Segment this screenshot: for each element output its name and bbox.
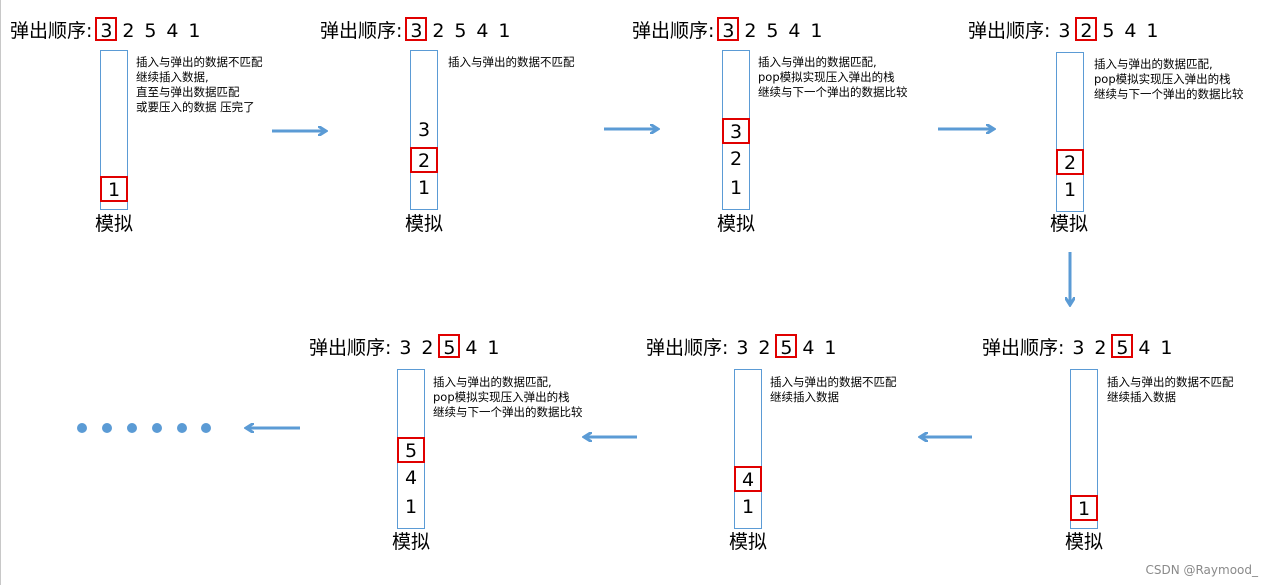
sequence-label: 弹出顺序: — [10, 20, 93, 42]
sequence-value: 1 — [188, 20, 201, 42]
stack-value: 1 — [1063, 179, 1077, 201]
sequence-label: 弹出顺序: — [320, 20, 403, 42]
sequence-value: 5 — [766, 20, 779, 42]
stack-label: 模拟 — [405, 213, 444, 235]
sequence-value: 4 — [1124, 20, 1137, 42]
sequence-value: 4 — [802, 337, 815, 359]
sequence-value: 1 — [1160, 337, 1173, 359]
sequence-value: 1 — [1146, 20, 1159, 42]
sequence-label: 弹出顺序: — [982, 337, 1065, 359]
sequence-value: 5 — [1102, 20, 1115, 42]
stack-value-highlighted: 2 — [1056, 149, 1084, 175]
sequence-value: 2 — [758, 337, 771, 359]
stack-value-highlighted: 5 — [397, 437, 425, 463]
stack-value: 1 — [741, 496, 755, 518]
sequence-value: 3 — [399, 337, 412, 359]
stack-value: 1 — [404, 496, 418, 518]
sequence-label: 弹出顺序: — [309, 337, 392, 359]
step-note: 插入与弹出的数据不匹配 继续插入数据, 直至与弹出数据匹配 或要压入的数据 压完… — [136, 55, 263, 114]
sequence-value: 1 — [498, 20, 511, 42]
stack-label: 模拟 — [729, 531, 768, 553]
step-note: 插入与弹出的数据不匹配 继续插入数据 — [770, 375, 897, 404]
stack-value: 4 — [404, 467, 418, 489]
watermark: CSDN @Raymood_ — [1145, 563, 1258, 577]
sequence-value: 1 — [824, 337, 837, 359]
sequence-value: 2 — [122, 20, 135, 42]
stack-value: 3 — [417, 119, 431, 141]
sequence-label: 弹出顺序: — [646, 337, 729, 359]
sequence-value: 4 — [166, 20, 179, 42]
step-note: 插入与弹出的数据不匹配 — [448, 55, 575, 69]
sequence-value-highlighted: 5 — [1111, 334, 1134, 359]
stack-label: 模拟 — [95, 213, 134, 235]
simulated-stack — [722, 50, 750, 210]
sequence-value: 2 — [432, 20, 445, 42]
sequence-value: 2 — [421, 337, 434, 359]
sequence-value: 3 — [736, 337, 749, 359]
step-note: 插入与弹出的数据匹配, pop模拟实现压入弹出的栈 继续与下一个弹出的数据比较 — [1094, 57, 1244, 101]
sequence-value-highlighted: 5 — [438, 334, 461, 359]
sequence-value-highlighted: 3 — [95, 17, 118, 42]
stack-label: 模拟 — [1065, 531, 1104, 553]
sequence-value-highlighted: 3 — [717, 17, 740, 42]
stack-label: 模拟 — [717, 213, 756, 235]
step-note: 插入与弹出的数据匹配, pop模拟实现压入弹出的栈 继续与下一个弹出的数据比较 — [758, 55, 908, 99]
sequence-value: 4 — [788, 20, 801, 42]
simulated-stack — [1056, 52, 1084, 212]
stack-label: 模拟 — [392, 531, 431, 553]
sequence-value-highlighted: 2 — [1075, 17, 1098, 42]
stack-value-highlighted: 1 — [1070, 495, 1098, 521]
sequence-label: 弹出顺序: — [968, 20, 1051, 42]
sequence-value: 2 — [744, 20, 757, 42]
step-note: 插入与弹出的数据不匹配 继续插入数据 — [1107, 375, 1234, 404]
stack-label: 模拟 — [1050, 213, 1089, 235]
sequence-value: 3 — [1058, 20, 1071, 42]
simulated-stack — [410, 50, 438, 210]
sequence-value: 2 — [1094, 337, 1107, 359]
stack-value-highlighted: 3 — [722, 118, 750, 144]
sequence-label: 弹出顺序: — [632, 20, 715, 42]
stack-value: 1 — [729, 177, 743, 199]
sequence-value: 1 — [487, 337, 500, 359]
continuation-dots — [77, 423, 211, 433]
left-border — [0, 0, 1, 585]
stack-value: 2 — [729, 148, 743, 170]
sequence-value-highlighted: 5 — [775, 334, 798, 359]
stack-value-highlighted: 1 — [100, 176, 128, 202]
sequence-value: 4 — [1138, 337, 1151, 359]
sequence-value: 4 — [465, 337, 478, 359]
sequence-value: 5 — [454, 20, 467, 42]
simulated-stack — [100, 50, 128, 210]
simulated-stack — [734, 369, 762, 529]
stack-value-highlighted: 4 — [734, 466, 762, 492]
stack-value-highlighted: 2 — [410, 147, 438, 173]
sequence-value: 5 — [144, 20, 157, 42]
sequence-value: 4 — [476, 20, 489, 42]
sequence-value-highlighted: 3 — [405, 17, 428, 42]
sequence-value: 3 — [1072, 337, 1085, 359]
stack-value: 1 — [417, 177, 431, 199]
simulated-stack — [1070, 369, 1098, 529]
step-note: 插入与弹出的数据匹配, pop模拟实现压入弹出的栈 继续与下一个弹出的数据比较 — [433, 375, 583, 419]
sequence-value: 1 — [810, 20, 823, 42]
